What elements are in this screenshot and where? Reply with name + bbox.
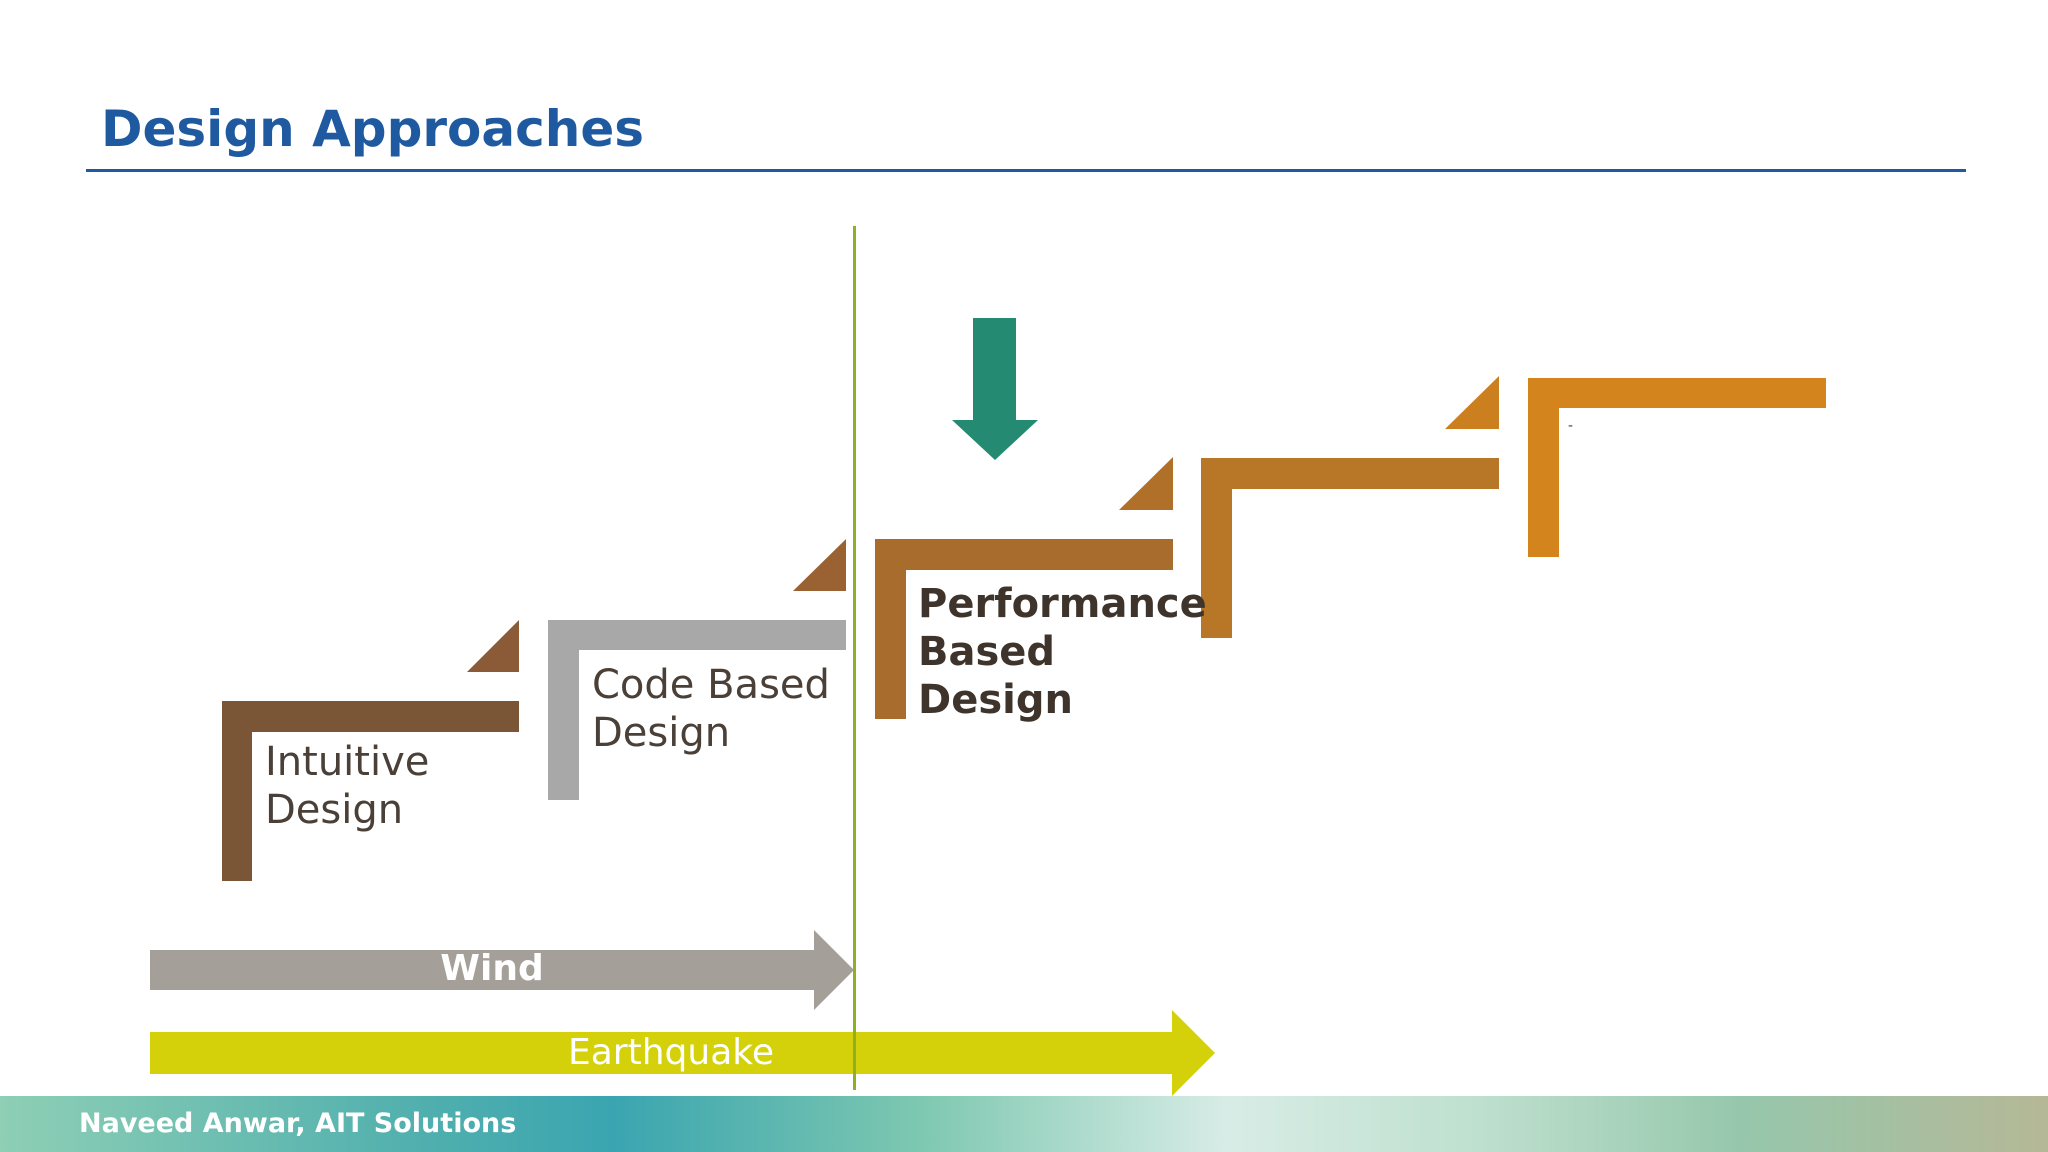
step-four-triangle: [1445, 376, 1499, 429]
footer-bar: [0, 1096, 2048, 1152]
step-performance-bracket: [875, 539, 1173, 719]
step-intuitive-line1: Intuitive: [265, 739, 430, 785]
step-intuitive-line2: Design: [265, 787, 404, 833]
step-code-based-line1: Code Based: [592, 662, 830, 708]
step-code-based-triangle: [793, 539, 846, 591]
approach-divider-line: [853, 226, 856, 1090]
earthquake-arrow-label: Earthquake: [568, 1032, 774, 1073]
step-five-bracket: [1528, 378, 1826, 557]
step-performance-line1: Performance: [918, 581, 1207, 627]
step-intuitive-triangle: [467, 620, 519, 672]
title-underline: [86, 169, 1966, 172]
step-intuitive-label: Intuitive Design: [265, 738, 429, 834]
step-performance-triangle: [1119, 457, 1173, 510]
step-code-based-label: Code Based Design: [592, 661, 830, 757]
step-five-line1: -: [1568, 418, 1574, 434]
footer-author: Naveed Anwar, AIT Solutions: [79, 1108, 517, 1139]
earthquake-arrow: [150, 1010, 1215, 1096]
step-five-label: -: [1568, 418, 1573, 434]
step-performance-line3: Design: [918, 677, 1073, 723]
current-step-indicator-arrow: [952, 318, 1038, 460]
step-code-based-line2: Design: [592, 710, 731, 756]
step-four-bracket: [1201, 458, 1499, 638]
wind-arrow: [150, 930, 854, 1010]
slide-title: Design Approaches: [101, 100, 645, 158]
step-code-based-bracket: [548, 620, 846, 800]
step-intuitive-bracket: [222, 701, 519, 881]
step-performance-label: Performance Based Design: [918, 580, 1207, 724]
wind-arrow-label: Wind: [440, 948, 544, 989]
step-performance-line2: Based: [918, 629, 1056, 675]
